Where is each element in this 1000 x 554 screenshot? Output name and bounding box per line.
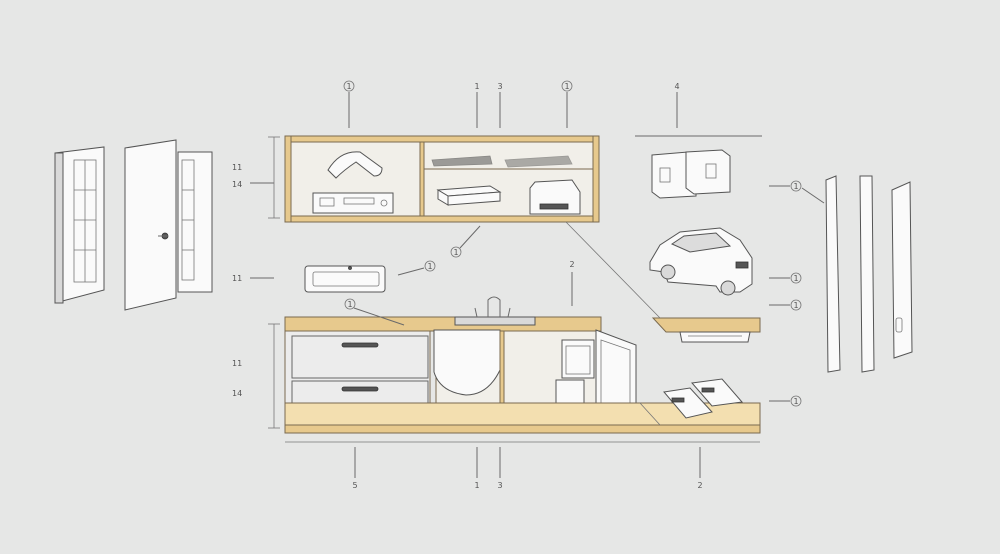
label-left-5: 14 — [232, 389, 242, 398]
label-top-4: 1 — [564, 82, 569, 91]
label-bottom-4: 2 — [697, 481, 702, 490]
label-right-1: 1 — [793, 182, 798, 191]
label-left-2: 14 — [232, 180, 242, 189]
callout-labels: 1 1 3 1 4 11 14 11 11 14 1 1 1 1 1 2 1 1… — [232, 80, 802, 490]
vertical-panels — [825, 175, 913, 373]
label-top-1: 1 — [346, 82, 351, 91]
label-bottom-1: 5 — [352, 481, 357, 490]
interior-door — [124, 139, 213, 311]
label-top-2: 1 — [474, 82, 479, 91]
label-left-3: 11 — [232, 274, 242, 283]
label-left-4: 11 — [232, 359, 242, 368]
label-right-4: 1 — [793, 397, 798, 406]
speaker-pair — [651, 149, 731, 199]
label-top-5: 4 — [674, 82, 679, 91]
label-inner-1: 1 — [427, 262, 432, 271]
label-bottom-2: 1 — [474, 481, 479, 490]
label-right-2: 1 — [793, 274, 798, 283]
wall-shelf — [651, 317, 761, 343]
french-door-left — [54, 146, 105, 304]
label-left-1: 11 — [232, 163, 242, 172]
car-model — [649, 227, 753, 296]
label-inner-4: 1 — [347, 300, 352, 309]
upper-shelf-unit — [284, 135, 600, 223]
lower-cabinet — [284, 296, 761, 434]
annotation-leaders — [250, 92, 825, 478]
label-inner-2: 2 — [569, 260, 574, 269]
label-right-3: 1 — [793, 301, 798, 310]
towel-holder — [304, 265, 386, 293]
label-bottom-3: 3 — [497, 481, 502, 490]
label-inner-3: 1 — [453, 248, 458, 257]
label-top-3: 3 — [497, 82, 502, 91]
